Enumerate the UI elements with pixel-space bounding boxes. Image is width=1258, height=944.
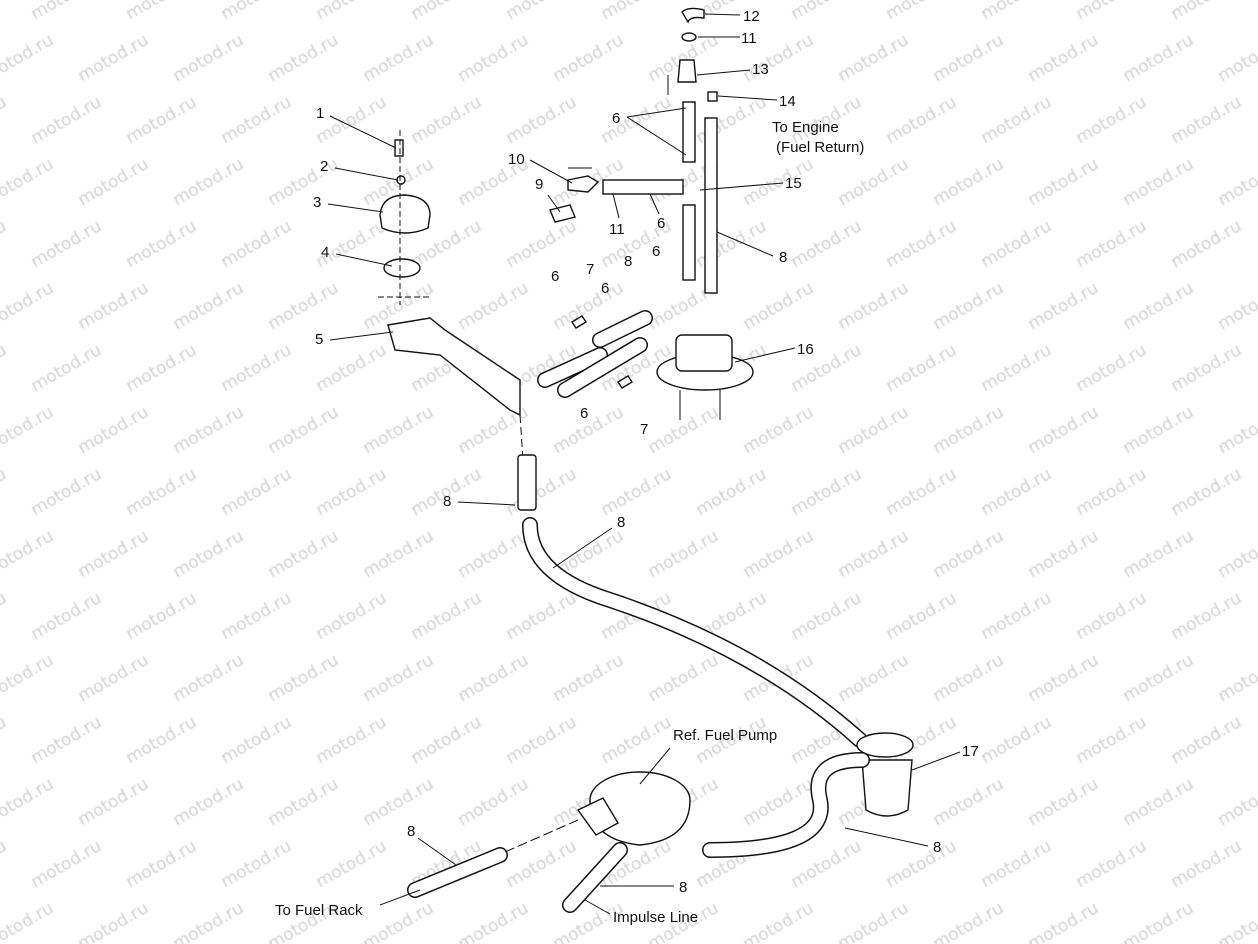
note-fuel-return: (Fuel Return) — [776, 139, 864, 156]
callout-4: 4 — [321, 244, 329, 261]
note-ref-fuel-pump: Ref. Fuel Pump — [673, 727, 777, 744]
callout-6: 6 — [551, 268, 559, 285]
callout-10: 10 — [508, 151, 525, 168]
callout-9: 9 — [535, 176, 543, 193]
callout-8: 8 — [407, 823, 415, 840]
callout-8: 8 — [617, 514, 625, 531]
leader-lines — [327, 13, 961, 915]
callouts: 1 2 3 4 5 6 6 6 6 6 6 7 7 8 8 8 8 8 8 8 … — [275, 8, 979, 926]
callout-8: 8 — [779, 249, 787, 266]
washer — [396, 175, 406, 185]
parts-illustration — [378, 7, 914, 913]
clip — [549, 204, 576, 223]
note-to-engine: To Engine — [772, 119, 839, 136]
callout-6: 6 — [612, 110, 620, 127]
return-hose — [704, 117, 718, 294]
callout-7: 7 — [586, 261, 594, 278]
callout-8: 8 — [679, 879, 687, 896]
callout-3: 3 — [313, 194, 321, 211]
manifold — [387, 317, 521, 417]
callout-8: 8 — [624, 253, 632, 270]
cap — [379, 194, 431, 234]
note-to-fuel-rack: To Fuel Rack — [275, 902, 363, 919]
fuel-filter — [856, 732, 914, 758]
callout-11: 11 — [609, 221, 625, 238]
callout-11: 11 — [741, 30, 757, 47]
note-impulse-line: Impulse Line — [613, 909, 698, 926]
callout-12: 12 — [743, 8, 760, 25]
callout-7: 7 — [640, 421, 648, 438]
check-valve — [567, 175, 600, 193]
callout-1: 1 — [316, 105, 324, 122]
callout-16: 16 — [797, 341, 814, 358]
callout-13: 13 — [752, 61, 769, 78]
callout-6: 6 — [657, 215, 665, 232]
callout-6: 6 — [652, 243, 660, 260]
nut — [383, 258, 421, 278]
screw — [394, 139, 404, 157]
callout-8: 8 — [933, 839, 941, 856]
hose-set — [537, 310, 653, 398]
callout-6: 6 — [601, 280, 609, 297]
elbow — [681, 7, 705, 24]
callout-5: 5 — [315, 331, 323, 348]
callout-14: 14 — [779, 93, 796, 110]
callout-2: 2 — [320, 158, 328, 175]
callout-17: 17 — [962, 743, 979, 760]
callout-8: 8 — [443, 493, 451, 510]
callout-6: 6 — [580, 405, 588, 422]
hose-upper — [682, 101, 696, 163]
callout-15: 15 — [785, 175, 802, 192]
restrictor — [677, 59, 697, 83]
